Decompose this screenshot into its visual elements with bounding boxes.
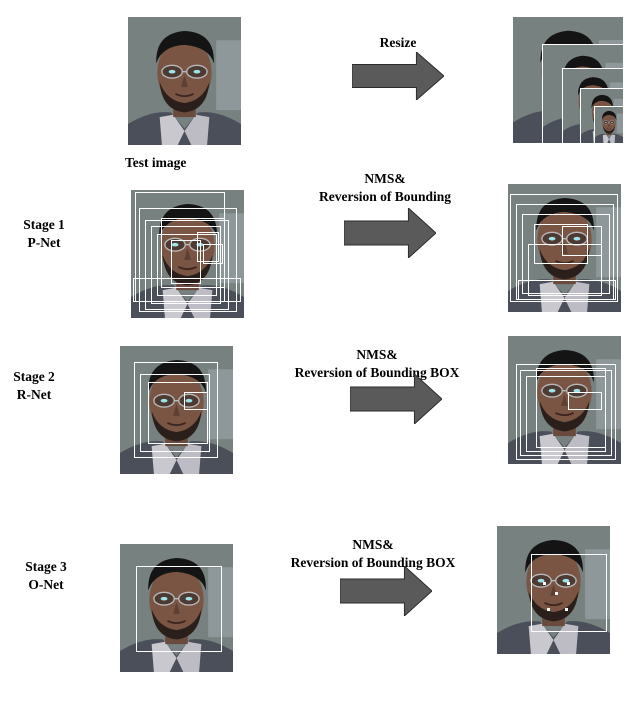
stage2-arrow: [350, 374, 442, 424]
landmark-nose: [555, 592, 558, 595]
stage3-step-line2: Reversion of Bounding BOX: [290, 555, 456, 570]
stage2-input-image: [120, 346, 233, 474]
stage3-net: O-Net: [28, 577, 64, 592]
stage3-step-line1: NMS&: [352, 537, 394, 552]
stage2-net: R-Net: [16, 387, 52, 402]
stage3-arrow: [340, 566, 432, 616]
resize-arrow: [352, 52, 444, 100]
resize-label: Resize: [379, 35, 417, 50]
stage1-step-line2: Reversion of Bounding: [318, 189, 452, 204]
landmark-mouth-left: [547, 608, 550, 611]
landmark-right-eye: [567, 582, 570, 585]
stage3-input-image: [120, 544, 233, 672]
stage1-output-image: [508, 184, 621, 312]
stage1-input-image: [131, 190, 244, 318]
stage2-step-line2: Reversion of Bounding BOX: [294, 365, 460, 380]
stage3-title: Stage 3: [25, 559, 67, 574]
stage2-title: Stage 2: [13, 369, 55, 384]
test-image: [128, 17, 241, 145]
landmark-left-eye: [543, 582, 546, 585]
stage2-step-line1: NMS&: [356, 347, 398, 362]
stage1-title: Stage 1: [23, 217, 65, 232]
stage3-output-image: [497, 526, 610, 654]
stage1-net: P-Net: [27, 235, 61, 250]
image-pyramid: [512, 16, 624, 144]
stage1-step-line1: NMS&: [364, 171, 406, 186]
pyramid-level-5: [594, 106, 624, 144]
stage2-output-image: [508, 336, 621, 464]
landmark-mouth-right: [565, 608, 568, 611]
test-image-label: Test image: [125, 155, 187, 170]
stage1-arrow: [344, 208, 436, 258]
